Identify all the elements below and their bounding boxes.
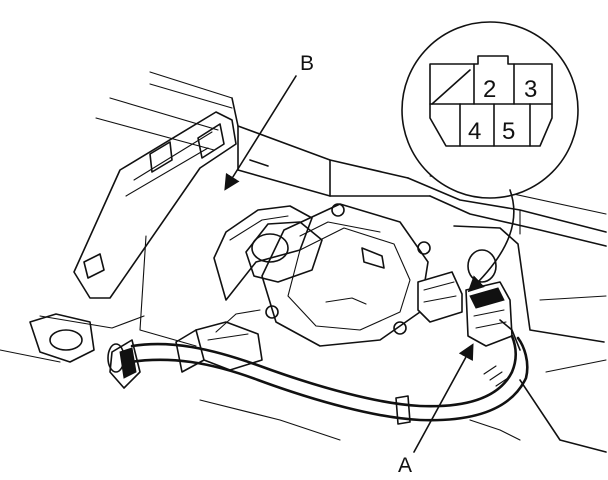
pin-4: 4 bbox=[468, 118, 481, 145]
mounting-bracket bbox=[29, 111, 237, 363]
sensor-connector-housing bbox=[417, 271, 463, 323]
label-a: A bbox=[398, 454, 412, 477]
pin-2: 2 bbox=[483, 76, 496, 103]
connector-pin-view: 2 3 4 5 bbox=[401, 21, 579, 199]
sensor-assembly bbox=[175, 203, 431, 373]
harness-connector-a bbox=[465, 249, 521, 351]
pin-5: 5 bbox=[502, 118, 515, 145]
pin-3: 3 bbox=[524, 76, 537, 103]
pin-view-callout-arrow bbox=[467, 189, 515, 293]
label-b: B bbox=[300, 52, 314, 75]
label-a-leader bbox=[413, 343, 474, 453]
wire-harness bbox=[107, 334, 529, 425]
label-b-leader bbox=[224, 75, 297, 191]
